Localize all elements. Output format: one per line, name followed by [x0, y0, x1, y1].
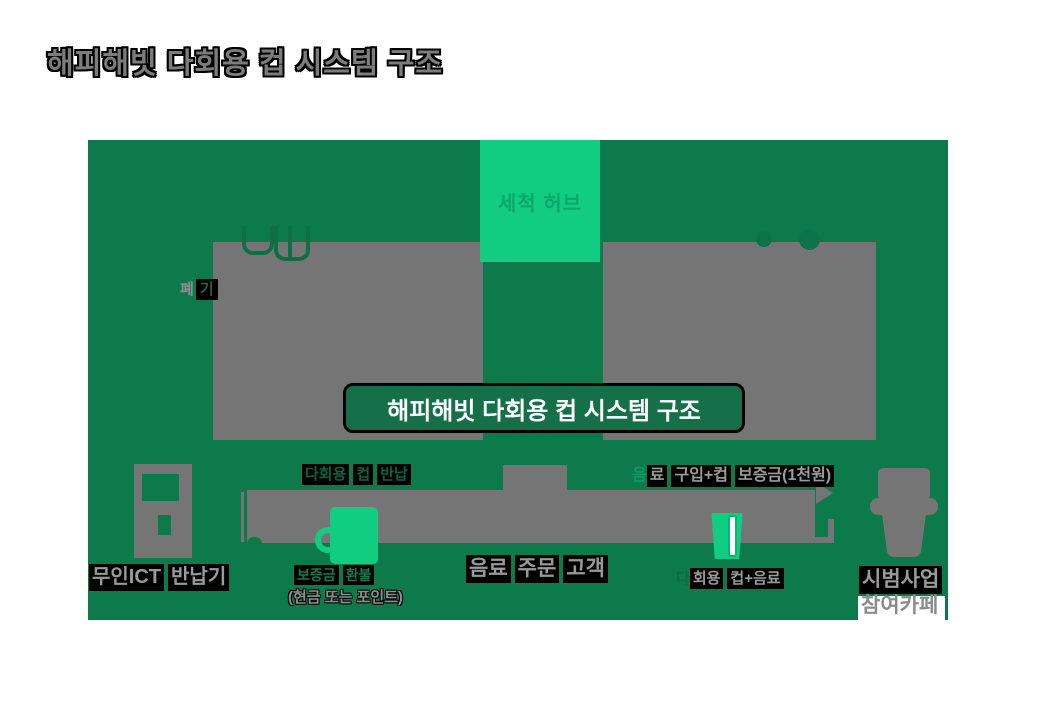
drink-cup-stripe — [728, 515, 737, 557]
cup-and-drink-label-head: 다 — [676, 570, 690, 587]
kiosk-screen — [142, 474, 179, 501]
refund-method-label: (현금 또는 포인트) — [288, 589, 403, 606]
flow-bar-left-line — [241, 492, 244, 542]
wash-hub-box: 세척 허브 — [480, 140, 600, 262]
flow-bar-notch — [247, 537, 262, 550]
kiosk-slot — [158, 515, 171, 535]
mug-icon — [330, 507, 378, 564]
disposal-label-boxed: 기 — [195, 279, 218, 300]
arrow-corner-vertical — [828, 519, 834, 543]
cafe-label-line2: 참여카페 — [861, 594, 939, 617]
cafe-label-line1: 시범사업 — [859, 566, 943, 595]
arrow-corner-horizontal — [810, 537, 834, 543]
disposal-label-plain: 폐 — [180, 281, 194, 298]
page-title: 해피해빗 다회용 컵 시스템 구조 — [47, 48, 444, 80]
person-icon — [503, 465, 567, 491]
truck-wheel-icon — [756, 231, 772, 247]
wash-hub-label: 세척 허브 — [497, 192, 583, 215]
truck-wheel-icon — [799, 229, 820, 250]
right-arrow-icon — [816, 482, 833, 504]
purchase-label-head: 음 — [632, 467, 647, 484]
takeaway-cup-icon — [870, 468, 938, 558]
truck-icon — [242, 226, 310, 261]
drink-cup-icon — [711, 513, 743, 559]
kiosk-icon — [134, 464, 192, 558]
white-patch — [858, 596, 945, 621]
title-badge: 해피해빗 다회용 컵 시스템 구조 — [343, 383, 745, 433]
